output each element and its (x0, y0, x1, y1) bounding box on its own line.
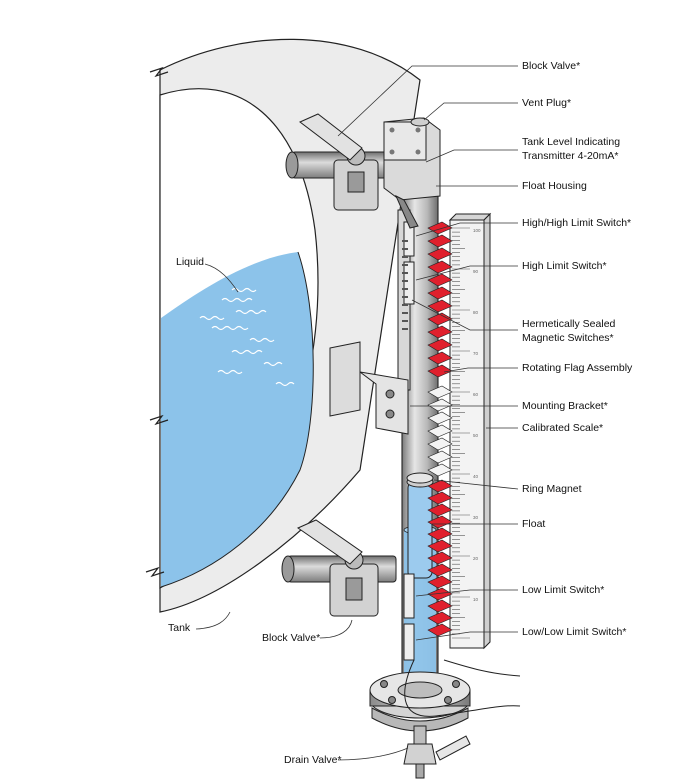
flag-red (427, 527, 453, 541)
flag-red (427, 247, 453, 261)
switch-cables (404, 659, 521, 717)
label-transmitter-line1: Tank Level Indicating (522, 136, 621, 148)
flag-red (427, 623, 453, 637)
flag-red (427, 611, 453, 625)
flag-white (427, 437, 453, 451)
flag-red (427, 286, 453, 300)
scale-number: 90 (473, 269, 479, 274)
lower-valve-handle (296, 519, 363, 565)
tank-liquid (161, 252, 314, 587)
scale-number: 100 (473, 228, 481, 233)
scale-numbers: 100 90 80 70 60 50 40 30 20 10 (473, 228, 481, 602)
flag-white (427, 385, 453, 399)
flag-red (427, 338, 453, 352)
upper-valve-handle (299, 113, 363, 161)
tank-liquid-rim (160, 251, 314, 588)
label-liquid: Liquid (176, 256, 205, 268)
low-switch-shape (403, 573, 415, 619)
mounting-bracket (329, 341, 409, 435)
flag-red (427, 587, 453, 601)
drain-stem (413, 725, 427, 747)
flag-white (427, 411, 453, 425)
scale-number: 10 (473, 597, 479, 602)
label-float: Float (522, 518, 546, 530)
label-ring-magnet: Ring Magnet (522, 483, 582, 495)
label-block-valve-bottom: Block Valve* (262, 632, 321, 644)
flag-red (427, 551, 453, 565)
scale-number: 40 (473, 474, 479, 479)
label-vent-plug: Vent Plug* (522, 97, 572, 109)
transmitter (383, 117, 441, 229)
bottom-flange (369, 671, 471, 779)
flag-red (427, 575, 453, 589)
flag-red (427, 299, 453, 313)
scale-number: 30 (473, 515, 479, 520)
flag-red (427, 312, 453, 326)
label-block-valve-top: Block Valve* (522, 60, 581, 72)
label-drain-valve: Drain Valve* (284, 754, 342, 766)
flag-red (427, 503, 453, 517)
label-low-switch: Low Limit Switch* (522, 584, 605, 596)
scale-number: 70 (473, 351, 479, 356)
flag-red (427, 260, 453, 274)
low-low-switch-shape (403, 623, 415, 661)
drain-valve-shape (403, 743, 437, 765)
flag-red (427, 563, 453, 577)
label-magnetic-switches-line2: Magnetic Switches* (522, 332, 614, 344)
label-high-switch: High Limit Switch* (522, 260, 607, 272)
flag-red (427, 515, 453, 529)
label-mounting-bracket: Mounting Bracket* (522, 400, 608, 412)
label-transmitter-line2: Transmitter 4-20mA* (522, 150, 619, 162)
label-rotating-flag: Rotating Flag Assembly (522, 362, 633, 374)
flag-white (427, 398, 453, 412)
flag-white (427, 424, 453, 438)
float-body (407, 481, 433, 579)
scale-number: 20 (473, 556, 479, 561)
leader-lines (195, 65, 519, 761)
high-switch-shape (403, 261, 415, 305)
scale-number: 80 (473, 310, 479, 315)
flag-red (427, 234, 453, 248)
flag-white (427, 450, 453, 464)
label-calibrated-scale: Calibrated Scale* (522, 422, 604, 434)
tank-break-marks (145, 66, 169, 578)
scale-number: 50 (473, 433, 479, 438)
label-high-high-switch: High/High Limit Switch* (522, 217, 632, 229)
vent-plug-shape (410, 117, 430, 127)
liquid-ripples (199, 287, 295, 387)
label-magnetic-switches-line1: Hermetically Sealed (522, 318, 616, 330)
flag-red (427, 479, 453, 493)
switch-rail (397, 209, 415, 661)
lower-process-connection (281, 519, 397, 617)
flag-white (427, 463, 453, 477)
label-low-low-switch: Low/Low Limit Switch* (522, 626, 627, 638)
upper-process-connection (285, 113, 397, 211)
flag-red (427, 539, 453, 553)
calibrated-scale: 100 90 80 70 60 50 40 30 20 10 (448, 212, 492, 650)
label-float-housing: Float Housing (522, 180, 587, 192)
flag-red (427, 491, 453, 505)
flag-red (427, 351, 453, 365)
magnetic-switch-slots (402, 240, 408, 330)
flag-red (427, 599, 453, 613)
scale-number: 60 (473, 392, 479, 397)
tank (145, 38, 421, 613)
rotating-flags (427, 221, 453, 637)
flag-red (427, 325, 453, 339)
flag-red (427, 273, 453, 287)
label-tank: Tank (168, 622, 191, 634)
